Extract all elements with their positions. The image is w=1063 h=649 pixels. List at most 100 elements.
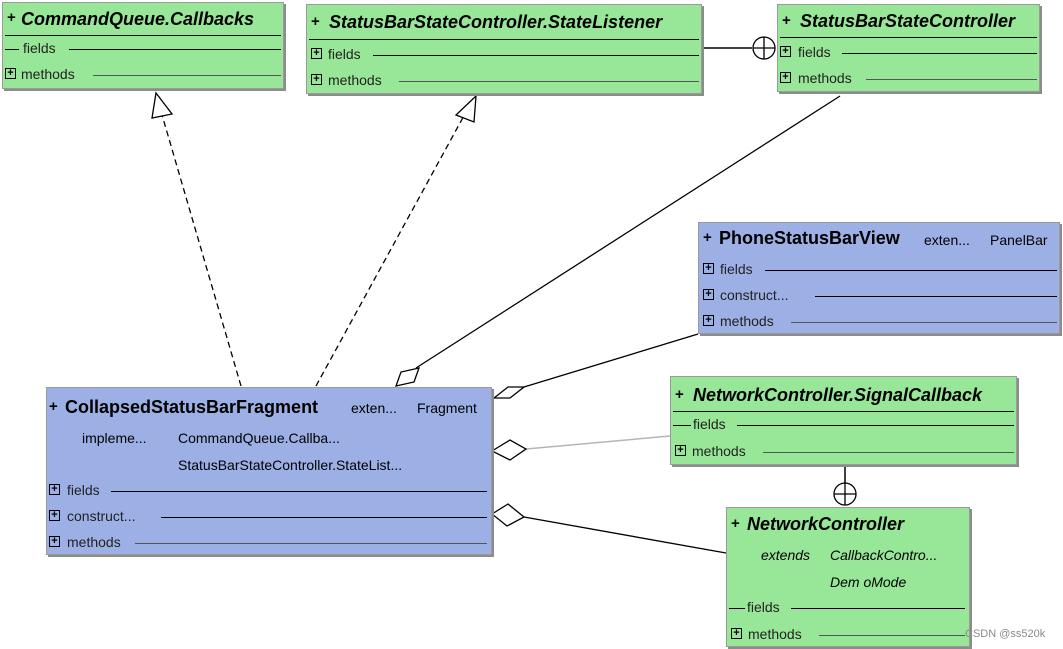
expand-icon[interactable]: + bbox=[49, 484, 60, 495]
expand-icon[interactable]: + bbox=[49, 510, 60, 521]
methods-row[interactable]: + methods bbox=[727, 626, 969, 644]
aggregation-diamond-signal-callback bbox=[490, 439, 528, 461]
watermark: CSDN @ss520k bbox=[965, 628, 1046, 640]
class-name: PhoneStatusBarView bbox=[719, 228, 900, 248]
methods-label: methods bbox=[328, 72, 382, 88]
fields-row[interactable]: + fields bbox=[778, 44, 1039, 62]
class-name: NetworkController.SignalCallback bbox=[693, 385, 983, 405]
fields-row[interactable]: fields bbox=[671, 416, 1016, 434]
methods-row[interactable]: + methods bbox=[671, 443, 1016, 461]
expand-icon[interactable]: + bbox=[780, 46, 791, 57]
methods-row[interactable]: + methods bbox=[699, 313, 1059, 331]
public-marker: + bbox=[782, 12, 791, 29]
methods-label: methods bbox=[720, 313, 774, 329]
fields-label: fields bbox=[693, 416, 726, 432]
fields-label: fields bbox=[747, 599, 780, 615]
row-line bbox=[866, 79, 1037, 80]
class-name: CommandQueue.Callbacks bbox=[21, 9, 255, 29]
public-marker: + bbox=[703, 229, 712, 246]
expand-icon[interactable]: + bbox=[311, 48, 322, 59]
class-signal-callback[interactable]: + NetworkController.SignalCallback field… bbox=[670, 376, 1017, 465]
realization-arrowhead-callbacks bbox=[151, 91, 174, 119]
expand-icon[interactable]: + bbox=[675, 445, 686, 456]
constructors-label: construct... bbox=[67, 508, 136, 524]
expand-icon[interactable]: + bbox=[703, 263, 714, 274]
row-line bbox=[729, 608, 745, 609]
realization-line-callbacks bbox=[159, 107, 242, 387]
row-line bbox=[373, 55, 699, 56]
public-marker: + bbox=[311, 13, 320, 30]
aggregation-line-state-controller bbox=[415, 95, 841, 369]
expand-icon[interactable]: + bbox=[703, 289, 714, 300]
fields-row[interactable]: fields bbox=[727, 599, 969, 617]
class-state-listener[interactable]: + StatusBarStateController.StateListener… bbox=[306, 4, 702, 94]
fields-label: fields bbox=[798, 44, 831, 60]
expand-icon[interactable]: + bbox=[49, 536, 60, 547]
class-command-queue-callbacks[interactable]: + CommandQueue.Callbacks fields + method… bbox=[2, 2, 284, 89]
public-marker: + bbox=[731, 515, 740, 532]
class-phone-status-bar-view[interactable]: + PhoneStatusBarView exten... PanelBar +… bbox=[698, 222, 1060, 334]
fields-row[interactable]: fields bbox=[3, 40, 283, 58]
extends-item: CallbackContro... bbox=[830, 547, 938, 563]
class-network-controller[interactable]: + NetworkController extends CallbackCont… bbox=[726, 507, 970, 647]
row-line bbox=[819, 635, 965, 636]
public-marker: + bbox=[7, 9, 16, 26]
class-name: StatusBarStateController.StateListener bbox=[329, 12, 663, 32]
row-line bbox=[791, 322, 1057, 323]
public-marker: + bbox=[49, 398, 58, 415]
realization-arrowhead-state-listener bbox=[454, 94, 477, 123]
fields-row[interactable]: + fields bbox=[699, 261, 1059, 279]
constructors-row[interactable]: + construct... bbox=[47, 508, 491, 526]
row-line bbox=[765, 270, 1057, 271]
separator bbox=[5, 35, 281, 36]
implements-item: CommandQueue.Callba... bbox=[178, 430, 340, 446]
public-marker: + bbox=[675, 386, 684, 403]
expand-icon[interactable]: + bbox=[731, 628, 742, 639]
separator bbox=[780, 37, 1037, 38]
class-status-bar-state-controller[interactable]: + StatusBarStateController + fields + me… bbox=[777, 4, 1040, 92]
extends-item: Dem oMode bbox=[830, 574, 907, 590]
aggregation-line-signal-callback bbox=[525, 435, 671, 450]
methods-row[interactable]: + methods bbox=[778, 70, 1039, 88]
row-line bbox=[135, 543, 487, 544]
extends-keyword: extends bbox=[761, 547, 811, 563]
fields-label: fields bbox=[720, 261, 753, 277]
constructors-row[interactable]: + construct... bbox=[699, 287, 1059, 305]
methods-label: methods bbox=[692, 443, 746, 459]
row-line bbox=[161, 517, 487, 518]
aggregation-diamond-phone-status-bar-view bbox=[492, 386, 526, 399]
fields-label: fields bbox=[23, 40, 56, 56]
aggregation-line-phone-status-bar-view bbox=[523, 333, 699, 388]
row-line bbox=[791, 608, 965, 609]
expand-icon[interactable]: + bbox=[311, 74, 322, 85]
row-line bbox=[842, 53, 1037, 54]
fields-label: fields bbox=[67, 482, 100, 498]
row-line bbox=[763, 452, 1014, 453]
constructors-label: construct... bbox=[720, 287, 789, 303]
row-line bbox=[111, 491, 487, 492]
methods-label: methods bbox=[67, 534, 121, 550]
class-collapsed-status-bar-fragment[interactable]: + CollapsedStatusBarFragment exten... Fr… bbox=[46, 387, 492, 555]
implements-keyword: impleme... bbox=[82, 430, 147, 446]
row-line bbox=[737, 425, 1014, 426]
extends-class: PanelBar bbox=[990, 232, 1048, 248]
extends-keyword: exten... bbox=[351, 400, 397, 416]
implements-item: StatusBarStateController.StateList... bbox=[178, 457, 403, 473]
expand-icon[interactable]: + bbox=[780, 72, 791, 83]
expand-icon[interactable]: + bbox=[5, 68, 16, 79]
row-line bbox=[399, 81, 699, 82]
fields-row[interactable]: + fields bbox=[307, 46, 701, 64]
methods-row[interactable]: + methods bbox=[307, 72, 701, 90]
aggregation-line-network-controller bbox=[523, 516, 727, 554]
expand-icon[interactable]: + bbox=[703, 315, 714, 326]
row-line bbox=[815, 296, 1057, 297]
separator bbox=[673, 411, 1014, 412]
methods-row[interactable]: + methods bbox=[3, 66, 283, 84]
row-line bbox=[69, 49, 281, 50]
methods-label: methods bbox=[798, 70, 852, 86]
fields-row[interactable]: + fields bbox=[47, 482, 491, 500]
methods-row[interactable]: + methods bbox=[47, 534, 491, 552]
class-name: StatusBarStateController bbox=[800, 11, 1016, 31]
methods-label: methods bbox=[748, 626, 802, 642]
